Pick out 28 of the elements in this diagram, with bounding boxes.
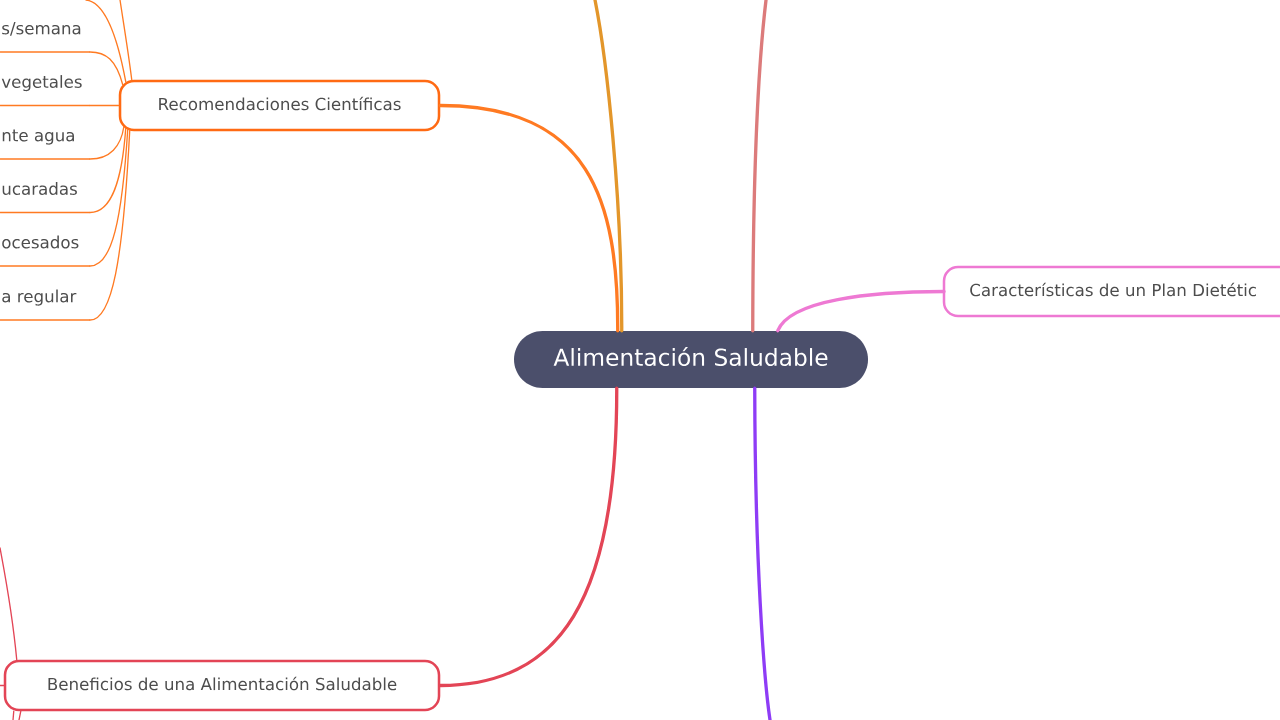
branch-line [438, 103, 620, 333]
branch-line [18, 710, 22, 720]
branch-line [0, 684, 5, 687]
branch-line [751, 0, 768, 333]
branch-line [776, 289, 946, 333]
topic-box: Características de un Plan Dietétic [942, 265, 1280, 318]
topic-pill: Alimentación Saludable [514, 331, 868, 388]
underlined-label: vegetales [0, 75, 91, 107]
topic-box: Beneficios de una Alimentación Saludable [3, 659, 441, 712]
branch-line [89, 126, 125, 160]
branch-line [89, 128, 129, 267]
branch-line [85, 0, 127, 83]
branch-line [0, 547, 18, 661]
branch-line [89, 129, 131, 321]
branch-line [89, 104, 120, 107]
branch-line [89, 51, 124, 86]
branch-line [593, 0, 624, 333]
branch-line [753, 386, 772, 720]
topic-box: Recomendaciones Científicas [118, 79, 441, 132]
underlined-label: s/semana [0, 22, 91, 53]
branch-line [89, 127, 127, 214]
underlined-label: nte agua [0, 129, 91, 160]
underlined-label: ucaradas [0, 182, 91, 214]
underlined-label: ocesados [0, 235, 91, 267]
branch-line [12, 710, 15, 720]
underlined-label: a regular [0, 289, 91, 321]
branch-line [119, 0, 133, 81]
branch-line [438, 386, 619, 688]
